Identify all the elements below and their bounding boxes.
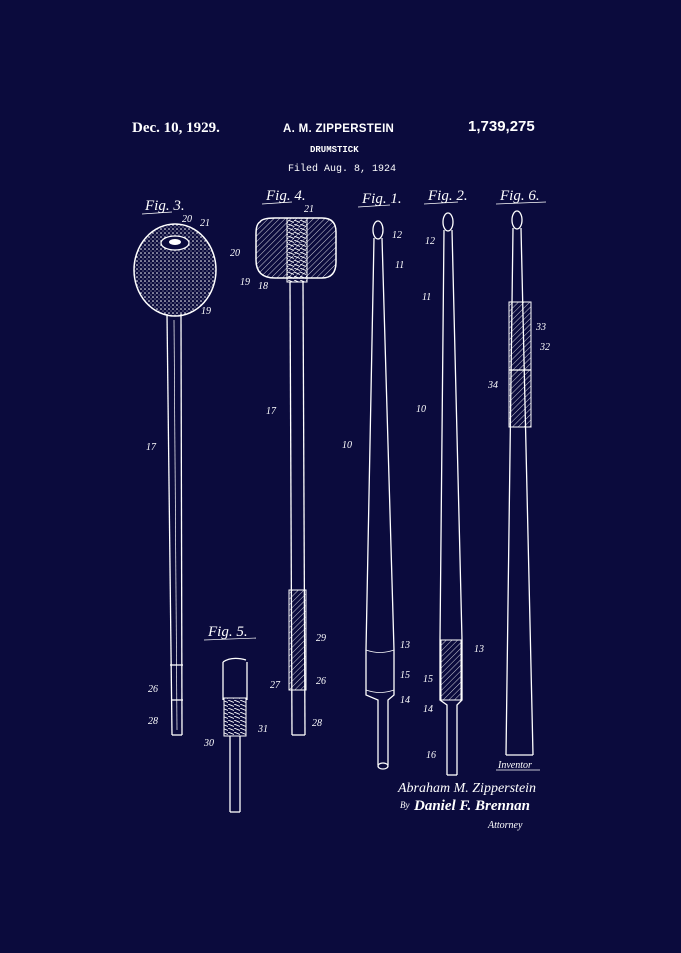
attorney-label: Attorney <box>487 820 523 831</box>
fig3-ref-20: 20 <box>182 214 192 225</box>
inventor-heading: A. M. ZIPPERSTEIN <box>283 123 395 135</box>
figure-4-mallet-section: Fig. 4. 21 20 19 18 17 29 27 26 28 <box>230 188 337 736</box>
fig6-ref-34: 34 <box>487 380 498 391</box>
attorney-by: By <box>400 800 410 810</box>
signature-block: Inventor Abraham M. Zipperstein By Danie… <box>397 760 540 831</box>
fig3-ref-19: 19 <box>201 306 211 317</box>
figure-1-drumstick: Fig. 1. 12 11 10 13 15 14 <box>342 191 410 770</box>
stick-tip <box>511 210 523 230</box>
fig4-ref-28: 28 <box>312 718 322 729</box>
fig3-ref-28: 28 <box>148 716 158 727</box>
fig6-ref-32: 32 <box>539 342 550 353</box>
fig1-ref-12: 12 <box>392 230 402 241</box>
fig3-ref-17: 17 <box>146 442 157 453</box>
figure-6-drumstick-grip: Fig. 6. 33 32 34 <box>487 188 550 756</box>
fig2-label: Fig. 2. <box>427 188 468 204</box>
figure-2-drumstick: Fig. 2. 12 11 10 13 15 14 16 <box>416 188 484 776</box>
patent-number: 1,739,275 <box>468 118 535 135</box>
fig1-ref-13: 13 <box>400 640 410 651</box>
fig5-label: Fig. 5. <box>207 624 248 640</box>
stick-tip <box>372 220 384 240</box>
fig3-label: Fig. 3. <box>144 198 185 214</box>
patent-date: Dec. 10, 1929. <box>132 120 220 136</box>
figure-3-mallet: Fig. 3. 20 21 19 17 26 28 <box>133 198 217 736</box>
fig4-ref-18: 18 <box>258 281 268 292</box>
fig4-ref-17: 17 <box>266 406 277 417</box>
fig4-ref-19: 19 <box>240 277 250 288</box>
fig1-ref-11: 11 <box>395 260 404 271</box>
fig2-ref-16: 16 <box>426 750 436 761</box>
fig1-label: Fig. 1. <box>361 191 402 207</box>
fig3-ref-21: 21 <box>200 218 210 229</box>
fig4-ref-20: 20 <box>230 248 240 259</box>
fig5-ref-31: 31 <box>257 724 268 735</box>
inventor-label: Inventor <box>497 760 532 771</box>
felt-ball-head <box>133 223 217 317</box>
inventor-signature: Abraham M. Zipperstein <box>397 781 536 796</box>
attorney-signature: Daniel F. Brennan <box>413 798 530 814</box>
patent-title: DRUMSTICK <box>310 145 359 155</box>
fig4-label: Fig. 4. <box>265 188 306 204</box>
fig4-ref-21: 21 <box>304 204 314 215</box>
figure-5-threaded-end: Fig. 5. 30 31 <box>203 624 268 813</box>
fig4-ref-27: 27 <box>270 680 281 691</box>
fig5-ref-30: 30 <box>203 738 214 749</box>
fig2-ref-12: 12 <box>425 236 435 247</box>
fig2-ref-10: 10 <box>416 404 426 415</box>
filed-date: Filed Aug. 8, 1924 <box>288 164 397 175</box>
fig1-ref-14: 14 <box>400 695 410 706</box>
fig4-ref-29: 29 <box>316 633 326 644</box>
fig3-ref-26: 26 <box>148 684 158 695</box>
fig2-ref-15: 15 <box>423 674 433 685</box>
fig6-label: Fig. 6. <box>499 188 540 204</box>
fig2-ref-14: 14 <box>423 704 433 715</box>
fig1-ref-15: 15 <box>400 670 410 681</box>
fig4-ref-26: 26 <box>316 676 326 687</box>
fig2-ref-11: 11 <box>422 292 431 303</box>
fig6-ref-33: 33 <box>535 322 546 333</box>
stick-tip <box>442 212 454 232</box>
fig1-ref-10: 10 <box>342 440 352 451</box>
fig2-ref-13: 13 <box>474 644 484 655</box>
